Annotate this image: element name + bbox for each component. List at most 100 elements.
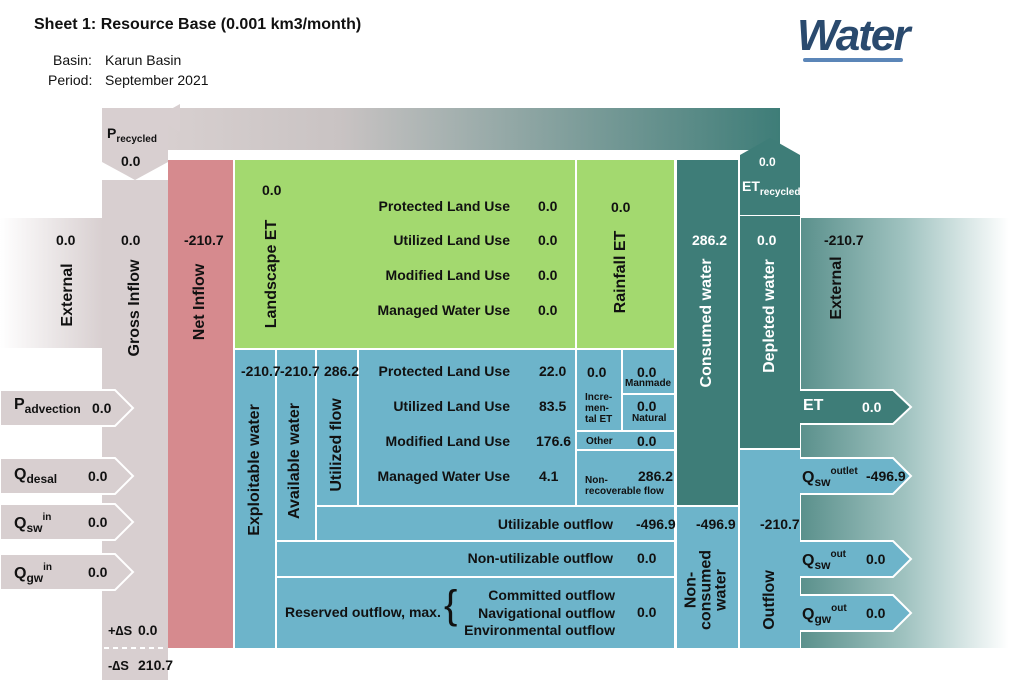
landscape-row-label: Modified Land Use [385,267,510,283]
net-inflow-value: -210.7 [184,232,224,248]
q-sw-in-value: 0.0 [88,514,108,530]
incremental-et-value: 0.0 [587,364,607,380]
reserved-outflow-label: Reserved outflow, max. [285,604,441,620]
incremental-et-label: Incre- men- tal ET [585,392,613,425]
incremental-row-value: 176.6 [536,433,572,449]
other-value: 0.0 [637,433,657,449]
utilized-flow-value: 286.2 [324,363,360,379]
external-out-value: -210.7 [824,232,864,248]
other-block [577,432,674,449]
water-logo-text: Water [797,11,910,60]
non-recoverable-label: Non- recoverable flow [585,475,664,497]
storage-minus-value: 210.7 [138,657,174,673]
q-sw-in-arrow [0,503,135,541]
rainfall-et-block [577,160,674,348]
reserved-outflow-block [277,578,674,648]
et-recycled-shape [740,138,800,215]
landscape-row-label: Managed Water Use [377,302,510,318]
storage-minus-label: -∆S [108,658,129,673]
other-label: Other [586,436,613,447]
incremental-row-label: Utilized Land Use [393,398,510,414]
q-sw-outlet-value: -496.9 [866,468,906,484]
p-recycled-value: 0.0 [121,153,141,169]
landscape-row-label: Utilized Land Use [393,232,510,248]
depleted-water-value: 0.0 [757,232,777,248]
depleted-water-label: Depleted water [761,259,778,373]
non-utilizable-outflow-label: Non-utilizable outflow [467,550,613,566]
outflow-label: Outflow [761,570,778,630]
q-sw-outlet-label: Qswoutlet [802,466,858,489]
available-water-block [277,350,315,540]
storage-plus-label: +∆S [108,623,133,638]
non-recoverable-block [577,451,674,505]
p-advection-value: 0.0 [92,400,112,416]
period-value: September 2021 [105,72,209,88]
reserved-outflow-value: 0.0 [637,604,657,620]
non-consumed-value: -496.9 [696,516,736,532]
consumed-water-label: Consumed water [698,258,715,388]
reserved-item: Environmental outflow [464,622,615,638]
utilizable-outflow-label: Utilizable outflow [497,516,613,532]
q-sw-in-label: Qswin [14,512,52,535]
outflow-block [740,450,800,648]
non-utilizable-outflow-block [277,542,674,576]
natural-value: 0.0 [637,398,657,414]
available-water-value: -210.7 [280,363,320,379]
non-consumed-label: Non- consumed water [682,549,730,631]
basin-label: Basin: [53,52,92,68]
net-inflow-label: Net Inflow [191,263,208,341]
utilizable-outflow-value: -496.9 [636,516,676,532]
exploitable-water-value: -210.7 [241,363,281,379]
incremental-row-value: 4.1 [539,468,559,484]
incremental-land-use-block [359,350,575,505]
q-sw-out-value: 0.0 [866,551,886,567]
non-utilizable-outflow-value: 0.0 [637,550,657,566]
landscape-row-label: Protected Land Use [378,198,510,214]
consumed-water-value: 286.2 [692,232,728,248]
landscape-row-value: 0.0 [538,232,558,248]
incremental-row-value: 83.5 [539,398,567,414]
p-recycled-shape [102,108,168,180]
p-advection-arrow [0,389,135,427]
landscape-row-value: 0.0 [538,267,558,283]
available-water-label: Available water [286,403,303,519]
reserved-item: Navigational outflow [478,605,615,621]
external-in-band [0,218,103,348]
rainfall-et-value: 0.0 [611,199,631,215]
depleted-water-block [740,216,800,448]
non-recoverable-value: 286.2 [638,468,674,484]
q-desal-value: 0.0 [88,468,108,484]
external-in-label: External [59,263,76,327]
external-out-label: External [828,256,845,320]
natural-label: Natural [632,413,667,424]
outflow-value: -210.7 [760,516,800,532]
exploitable-water-label: Exploitable water [246,404,263,536]
q-gw-in-label: Qgwin [14,562,53,585]
reserved-brace: { [444,583,458,627]
water-logo-swoosh [803,58,903,62]
incremental-et-block [577,350,621,430]
et-recycled-value: 0.0 [759,155,776,169]
q-desal-label: Qdesal [14,466,58,486]
manmade-value: 0.0 [637,364,657,380]
recycled-band [102,108,780,150]
et-out-value: 0.0 [862,399,882,415]
incremental-row-value: 22.0 [539,363,567,379]
gross-inflow-column [102,180,168,680]
incremental-row-label: Modified Land Use [385,433,510,449]
landscape-row-value: 0.0 [538,198,558,214]
utilized-flow-block [317,350,357,505]
sheet-title: Sheet 1: Resource Base (0.001 km3/month) [34,16,362,33]
landscape-et-label: Landscape ET [263,219,280,329]
natural-block [623,395,674,430]
et-out-label: ET [803,397,824,414]
q-sw-out-label: Qswout [802,549,847,572]
rainfall-et-label: Rainfall ET [612,230,629,314]
q-desal-arrow [0,457,135,495]
landscape-row-value: 0.0 [538,302,558,318]
incremental-row-label: Managed Water Use [377,468,510,484]
q-gw-out-label: Qgwout [802,603,847,626]
external-in-value: 0.0 [56,232,76,248]
et-recycled-label: ETrecycled [742,178,801,198]
